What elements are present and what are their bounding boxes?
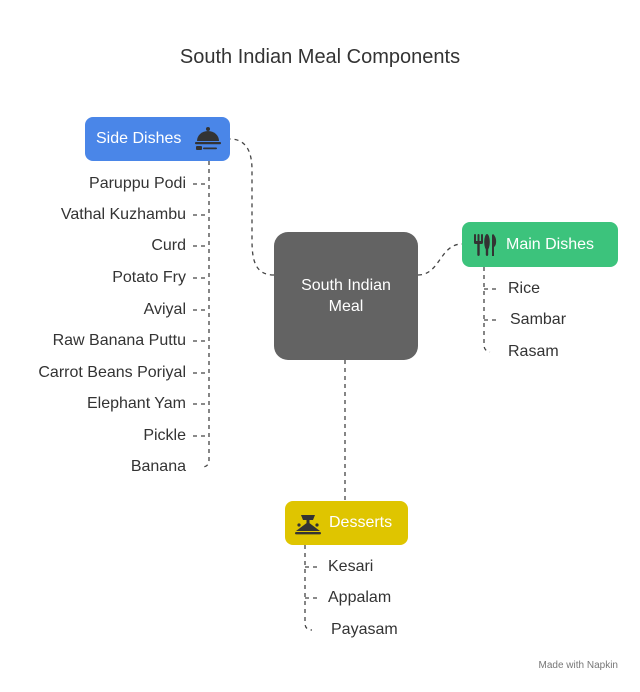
side-dish-item: Curd [151, 237, 186, 254]
side-dish-item: Paruppu Podi [89, 175, 186, 192]
page-title: South Indian Meal Components [179, 46, 461, 68]
dessert-item: Kesari [328, 558, 374, 575]
fork-knife-icon [472, 231, 498, 259]
dessert-item: Payasam [331, 621, 398, 638]
side-dishes-node: Side Dishes [85, 117, 230, 161]
center-label-line1: South Indian [301, 277, 391, 294]
desserts-label: Desserts [329, 514, 393, 531]
main-dishes-label: Main Dishes [506, 235, 595, 253]
center-label-line2: Meal [328, 298, 364, 315]
side-dishes-label: Side Dishes [96, 130, 182, 147]
side-dish-item: Aviyal [143, 301, 186, 318]
main-items-trunk [483, 267, 491, 353]
connector-main-dishes [417, 243, 463, 276]
main-dish-item: Sambar [510, 311, 567, 328]
dessert-items-trunk [304, 545, 313, 631]
side-dish-item: Raw Banana Puttu [52, 332, 186, 349]
connector-side-dishes [229, 138, 275, 276]
side-dish-item: Pickle [143, 427, 186, 444]
side-dish-item: Elephant Yam [86, 395, 186, 412]
side-dish-item: Banana [130, 458, 186, 475]
center-node: South Indian Meal [274, 232, 418, 360]
dessert-bowl-icon [293, 509, 323, 537]
side-dish-item: Potato Fry [112, 269, 186, 286]
serving-cloche-icon [193, 125, 223, 153]
side-dish-item: Carrot Beans Poriyal [38, 364, 186, 381]
main-dish-item: Rice [508, 280, 541, 297]
desserts-node: Desserts [285, 501, 408, 545]
dessert-item: Appalam [328, 589, 392, 606]
main-dish-item: Rasam [508, 343, 559, 360]
main-dishes-node: Main Dishes [462, 222, 618, 267]
napkin-watermark: Made with Napkin [538, 660, 618, 671]
side-dish-item: Vathal Kuzhambu [60, 206, 186, 223]
side-items-trunk [201, 161, 210, 468]
